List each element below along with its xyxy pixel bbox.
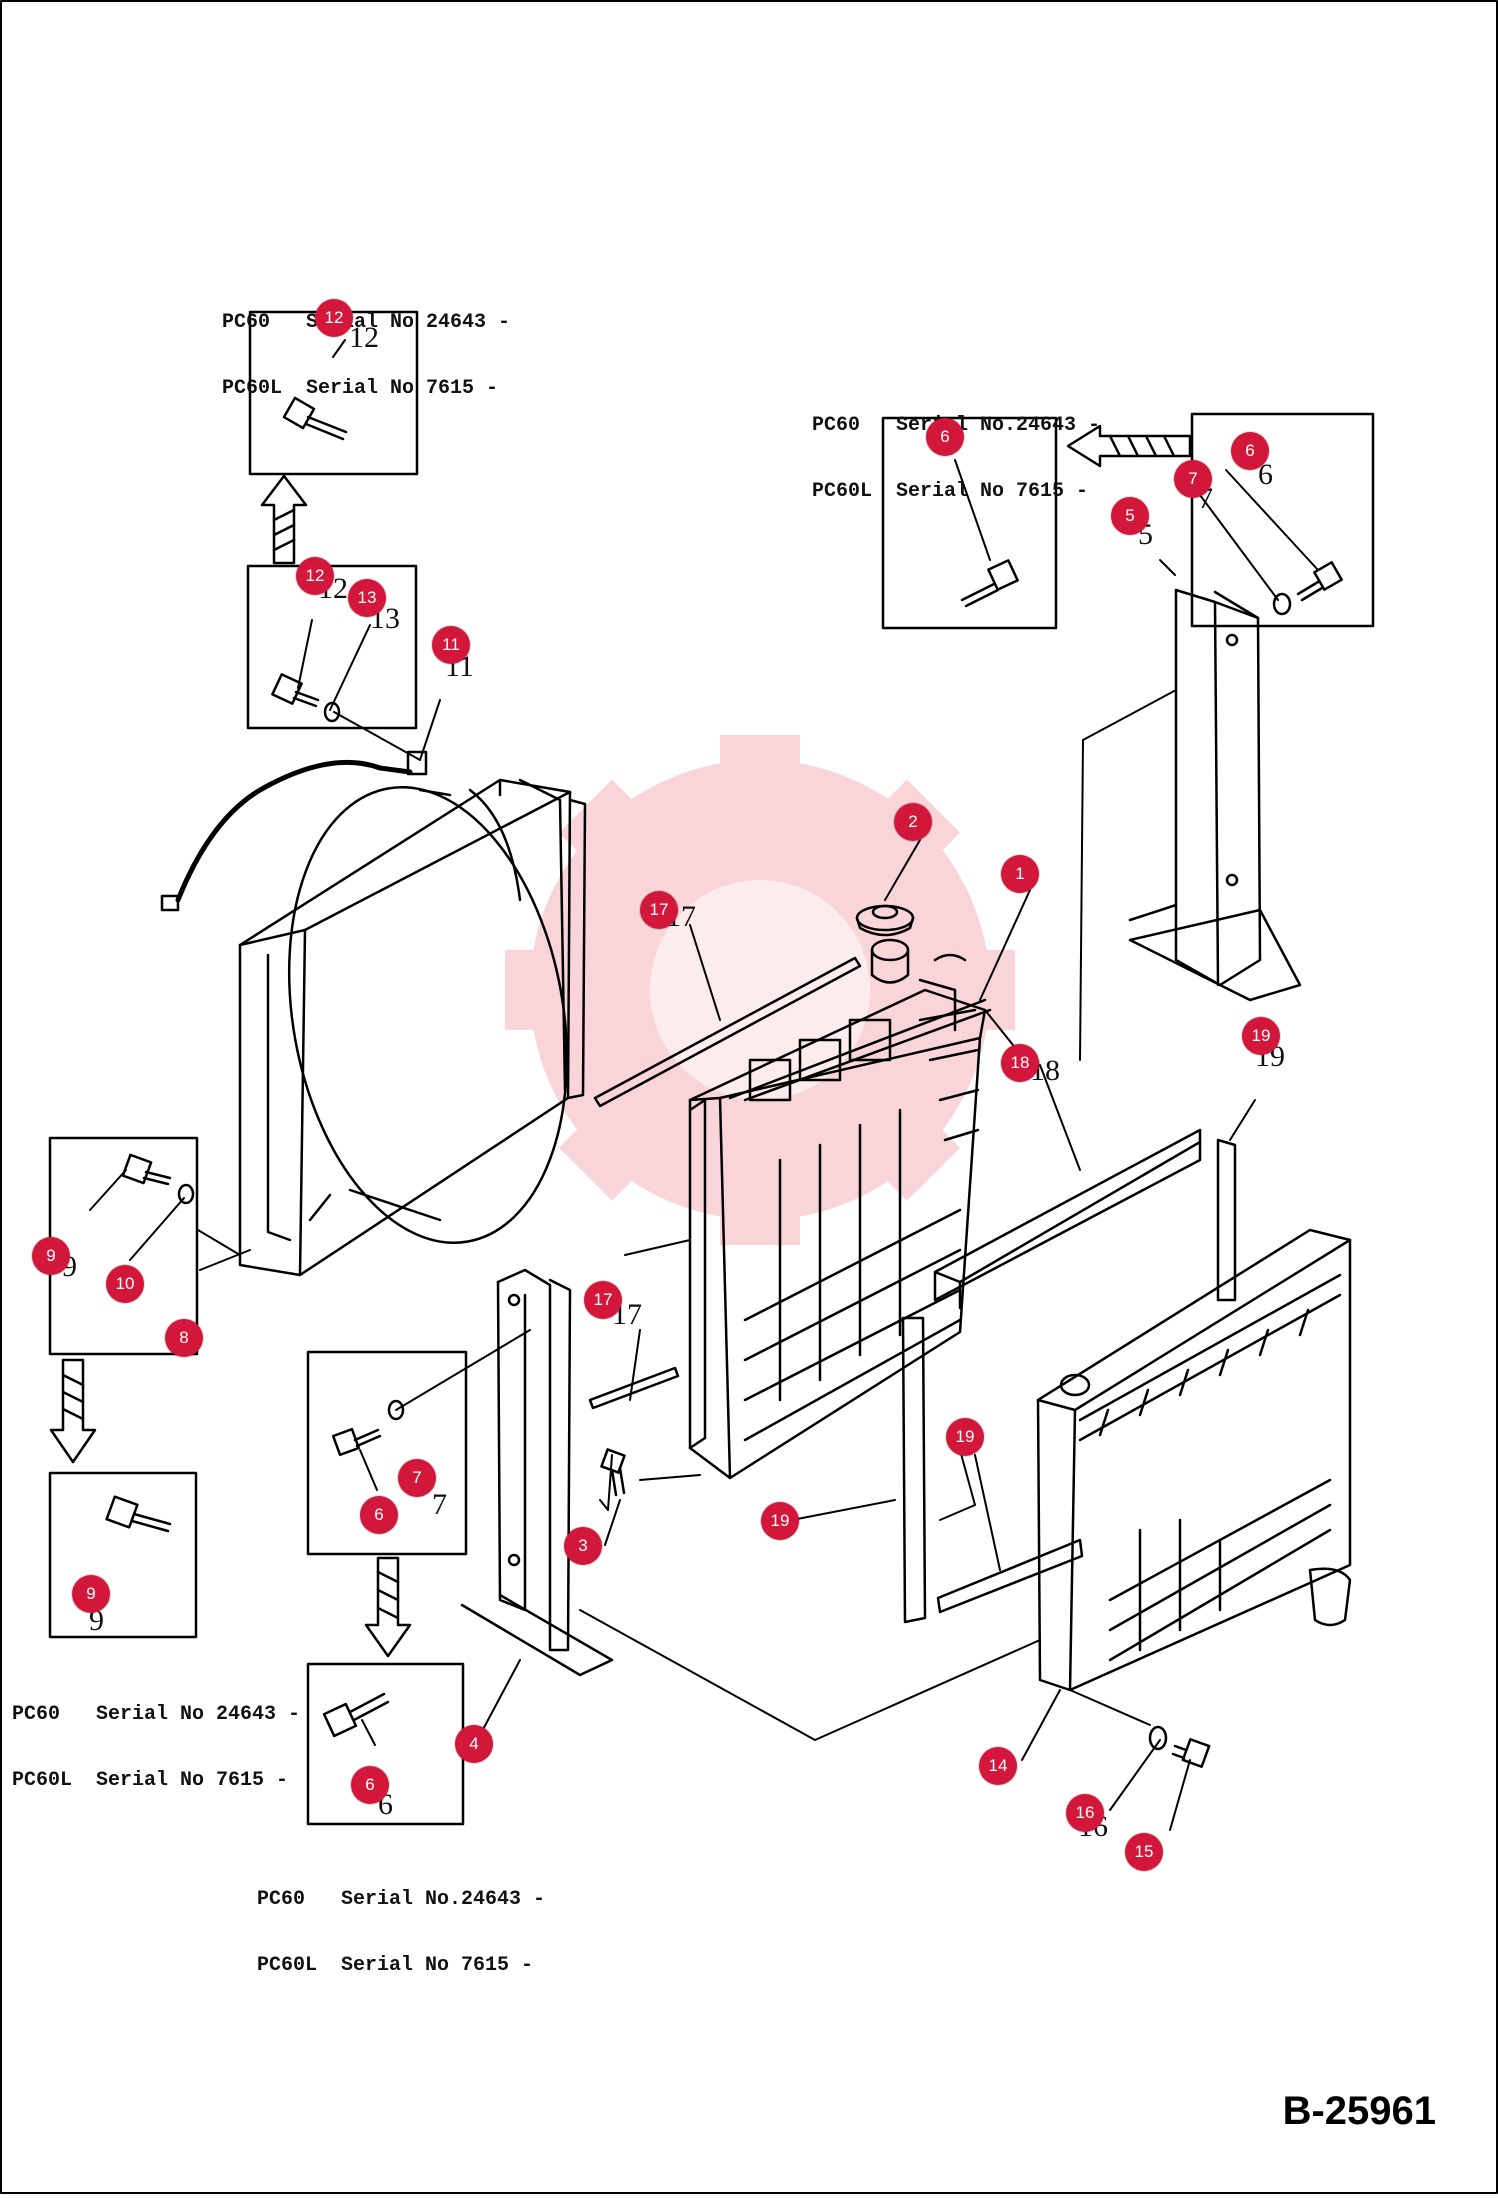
- callout-15[interactable]: 15: [1125, 1833, 1163, 1871]
- inset-box-12-13: [246, 564, 418, 730]
- callout-19-center[interactable]: 19: [761, 1502, 799, 1540]
- bolt-6-top-icon: [960, 559, 1019, 608]
- bracket-5: [1128, 588, 1302, 1002]
- callout-2[interactable]: 2: [894, 803, 932, 841]
- serial-note-line: PC60L Serial No 7615 -: [12, 1769, 289, 1792]
- aftercooler-core: [1036, 1228, 1352, 1692]
- serial-note-line: PC60L Serial No 7615 -: [812, 480, 1089, 503]
- serial-note-top-left: PC60 Serial No 24643 - PC60L Serial No 7…: [222, 268, 510, 422]
- seal-strip-19-bottom: [936, 1538, 1084, 1614]
- bolt-6-right-icon: [1272, 561, 1343, 616]
- cable-terminal: [160, 894, 180, 912]
- callout-19-bottom[interactable]: 19: [946, 1418, 984, 1456]
- callout-19-right[interactable]: 19: [1242, 1017, 1280, 1055]
- washer-16-icon: [1148, 1725, 1168, 1751]
- ground-cable: [175, 759, 413, 903]
- callout-12-top[interactable]: 12: [315, 299, 353, 337]
- callout-7-right[interactable]: 7: [1174, 460, 1212, 498]
- part-number: 6: [1258, 458, 1273, 491]
- bolt-12-icon: [282, 396, 348, 441]
- callout-16[interactable]: 16: [1066, 1794, 1104, 1832]
- bolt-3-icon: [600, 1448, 626, 1497]
- callout-6-bottom[interactable]: 6: [351, 1766, 389, 1804]
- serial-note-line: PC60 Serial No.24643 -: [257, 1888, 546, 1911]
- serial-note-bottom: PC60 Serial No.24643 - PC60L Serial No 7…: [257, 1845, 545, 1999]
- inset-box-6-7: [306, 1350, 468, 1556]
- callout-11[interactable]: 11: [432, 626, 470, 664]
- callout-12[interactable]: 12: [296, 557, 334, 595]
- callout-4[interactable]: 4: [455, 1725, 493, 1763]
- arrow-up-icon: [260, 474, 308, 565]
- leader-lines: [89, 339, 1319, 1831]
- callout-17-upper[interactable]: 17: [640, 891, 678, 929]
- seal-strip-18: [933, 1128, 1202, 1310]
- inset-box-6-top: [881, 416, 1058, 630]
- callout-13[interactable]: 13: [348, 579, 386, 617]
- bolt-12b-icon: [271, 673, 341, 723]
- serial-note-line: PC60L Serial No 7615 -: [222, 377, 499, 400]
- callout-9-lower[interactable]: 9: [72, 1575, 110, 1613]
- bolt-9-icon: [121, 1153, 195, 1205]
- bolt-9b-icon: [105, 1495, 172, 1533]
- seal-strip-17-lower: [588, 1366, 680, 1410]
- callout-14[interactable]: 14: [979, 1747, 1017, 1785]
- seal-strip-19-right: [1216, 1138, 1237, 1302]
- bolt-15-icon: [1171, 1737, 1211, 1769]
- drawing-reference: B-25961: [1282, 2089, 1436, 2133]
- callout-10[interactable]: 10: [106, 1265, 144, 1303]
- serial-note-line: PC60 Serial No 24643 -: [12, 1703, 301, 1726]
- callout-3[interactable]: 3: [564, 1527, 602, 1565]
- inset-box-6-7-5: [1190, 412, 1375, 628]
- radiator-cap-icon: [855, 904, 915, 937]
- part-number: 12: [349, 321, 379, 354]
- bracket-4: [460, 1268, 614, 1677]
- cable-lug: [406, 750, 428, 776]
- seal-strip-17-upper: [593, 956, 862, 1108]
- callout-6-top[interactable]: 6: [926, 418, 964, 456]
- bolt-6-bottom-icon: [322, 1692, 390, 1738]
- fan-shroud: [238, 778, 587, 1277]
- callout-18[interactable]: 18: [1001, 1044, 1039, 1082]
- arrow-down-icon-center: [364, 1556, 412, 1658]
- serial-note-mid-left: PC60 Serial No 24643 - PC60L Serial No 7…: [12, 1660, 300, 1814]
- seal-strip-19-center: [901, 1316, 927, 1624]
- part-number: 7: [432, 1488, 447, 1521]
- inset-box-9: [48, 1471, 198, 1639]
- callout-9-box[interactable]: 9: [32, 1237, 70, 1275]
- callout-17-lower[interactable]: 17: [584, 1281, 622, 1319]
- callout-7-mid[interactable]: 7: [398, 1459, 436, 1497]
- bolt-6-mid-icon: [331, 1399, 405, 1457]
- radiator-core: [688, 938, 992, 1480]
- serial-note-line: PC60L Serial No 7615 -: [257, 1954, 534, 1977]
- arrow-left-icon: [1066, 424, 1192, 468]
- callout-1[interactable]: 1: [1001, 855, 1039, 893]
- callout-6-right[interactable]: 6: [1231, 432, 1269, 470]
- callout-5[interactable]: 5: [1111, 497, 1149, 535]
- callout-8[interactable]: 8: [165, 1319, 203, 1357]
- arrow-down-icon-left: [49, 1358, 97, 1464]
- callout-6-mid[interactable]: 6: [360, 1496, 398, 1534]
- watermark-gear-hub: [650, 880, 870, 1100]
